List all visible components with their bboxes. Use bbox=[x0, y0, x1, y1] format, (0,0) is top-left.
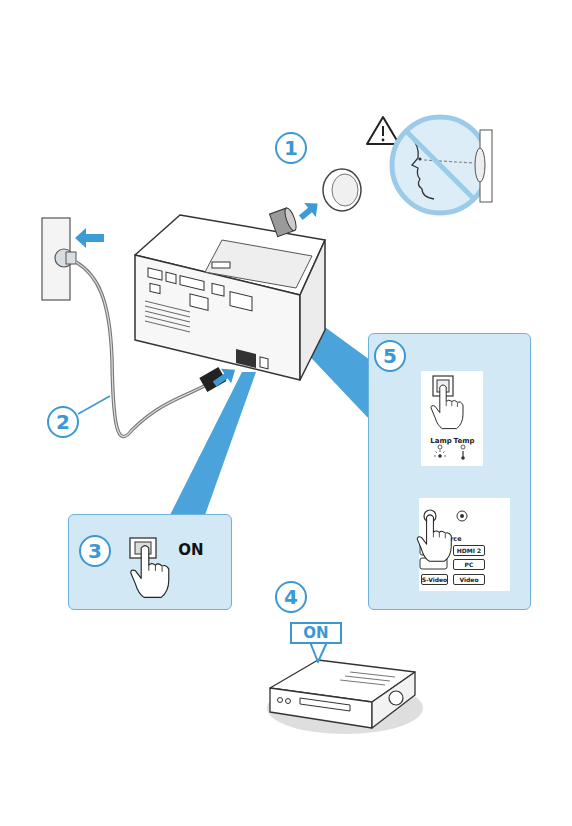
callout-number: 3 bbox=[88, 541, 102, 561]
node-label: HDMI 2 bbox=[457, 548, 481, 554]
connector-port bbox=[148, 268, 162, 280]
callout-number: 2 bbox=[56, 412, 70, 432]
prohibition-sign bbox=[392, 117, 488, 213]
lens-cap bbox=[323, 169, 361, 211]
vent-line bbox=[145, 321, 190, 332]
remote-control: SourceHDMI 2 PC S-Video Video bbox=[419, 498, 510, 591]
highlight-beam bbox=[170, 372, 256, 515]
receiver-knob bbox=[389, 691, 403, 705]
av-receiver bbox=[270, 688, 372, 728]
indicator-light bbox=[438, 445, 442, 449]
vent-line bbox=[350, 672, 395, 677]
button-icon bbox=[433, 376, 453, 396]
vent-line bbox=[145, 306, 190, 317]
power-switch bbox=[130, 538, 156, 558]
indicator-light bbox=[461, 445, 465, 449]
direction-arrow bbox=[295, 197, 323, 225]
prohibition-bar bbox=[406, 131, 474, 199]
remote-button bbox=[420, 544, 447, 555]
remote-button bbox=[457, 511, 467, 521]
temp-icon bbox=[462, 451, 463, 457]
connector-port bbox=[230, 292, 252, 311]
eye bbox=[418, 157, 421, 160]
remote-button: Video bbox=[453, 574, 485, 585]
switch-state: ON bbox=[178, 543, 203, 558]
warning-mark bbox=[382, 126, 384, 136]
vent-line bbox=[145, 311, 190, 322]
vent-line bbox=[145, 316, 190, 327]
indicator-label: Lamp bbox=[430, 438, 452, 445]
step-panel: ON 3 bbox=[68, 514, 232, 610]
vent-line bbox=[145, 301, 190, 312]
receiver-display bbox=[300, 698, 350, 711]
callout-number: 3 bbox=[79, 535, 111, 567]
control-buttons bbox=[212, 262, 230, 268]
direction-arrow bbox=[75, 228, 104, 248]
power-switch bbox=[135, 542, 151, 554]
step-panel: 5LampTempSourceHDMI 2 PC S-Video Video bbox=[368, 333, 531, 610]
warning-mark bbox=[382, 139, 385, 142]
projector-lid bbox=[205, 240, 312, 288]
connector-port bbox=[166, 272, 176, 283]
projector-lens bbox=[283, 207, 299, 232]
node-label: Video bbox=[459, 577, 478, 583]
warning-symbol bbox=[367, 117, 399, 144]
callout-number: 4 bbox=[284, 587, 298, 607]
status-tag: ON bbox=[290, 622, 342, 644]
remote-button bbox=[460, 514, 464, 518]
main-switch bbox=[260, 357, 268, 369]
lens bbox=[475, 148, 485, 182]
power-inlet bbox=[236, 349, 256, 368]
callout-number: 2 bbox=[47, 406, 79, 438]
light-beam bbox=[424, 160, 474, 163]
callout-number: 5 bbox=[383, 346, 397, 366]
connector-port bbox=[180, 276, 204, 291]
receiver-knob bbox=[286, 699, 291, 704]
power-button bbox=[424, 510, 436, 522]
av-receiver bbox=[372, 672, 415, 728]
remote-button: PC bbox=[453, 559, 485, 570]
power-plug bbox=[66, 252, 76, 264]
temp-icon bbox=[461, 456, 465, 460]
node-label: PC bbox=[465, 562, 474, 568]
direction-arrow bbox=[209, 362, 240, 391]
leader-line bbox=[78, 396, 110, 414]
vent-line bbox=[345, 676, 390, 681]
node-label: ON bbox=[303, 626, 328, 641]
control-panel-inset: LampTemp bbox=[421, 371, 483, 466]
callout-number: 1 bbox=[284, 138, 298, 158]
pressing-hand bbox=[417, 515, 451, 561]
node-label: S-Video bbox=[422, 577, 447, 583]
remote-button: HDMI 2 bbox=[453, 545, 485, 556]
remote-button bbox=[420, 558, 447, 569]
button-group-label: Source bbox=[436, 536, 461, 543]
vent-line bbox=[340, 680, 385, 685]
remote-button: S-Video bbox=[421, 574, 448, 585]
button-icon bbox=[437, 380, 449, 392]
connector-port bbox=[190, 294, 208, 310]
lamp-icon bbox=[438, 454, 442, 458]
lens-cap bbox=[332, 174, 358, 206]
callout-number: 1 bbox=[275, 132, 307, 164]
receiver-knob bbox=[278, 698, 283, 703]
tag-pointer bbox=[310, 642, 327, 662]
callout-number: 5 bbox=[374, 340, 406, 372]
lamp-icon bbox=[434, 450, 446, 456]
connector-port bbox=[212, 283, 224, 296]
indicator-label: Temp bbox=[454, 438, 475, 445]
callout-number: 4 bbox=[275, 581, 307, 613]
pressing-hand bbox=[431, 385, 463, 429]
connector-port bbox=[150, 283, 160, 293]
pressing-hand bbox=[131, 546, 169, 598]
